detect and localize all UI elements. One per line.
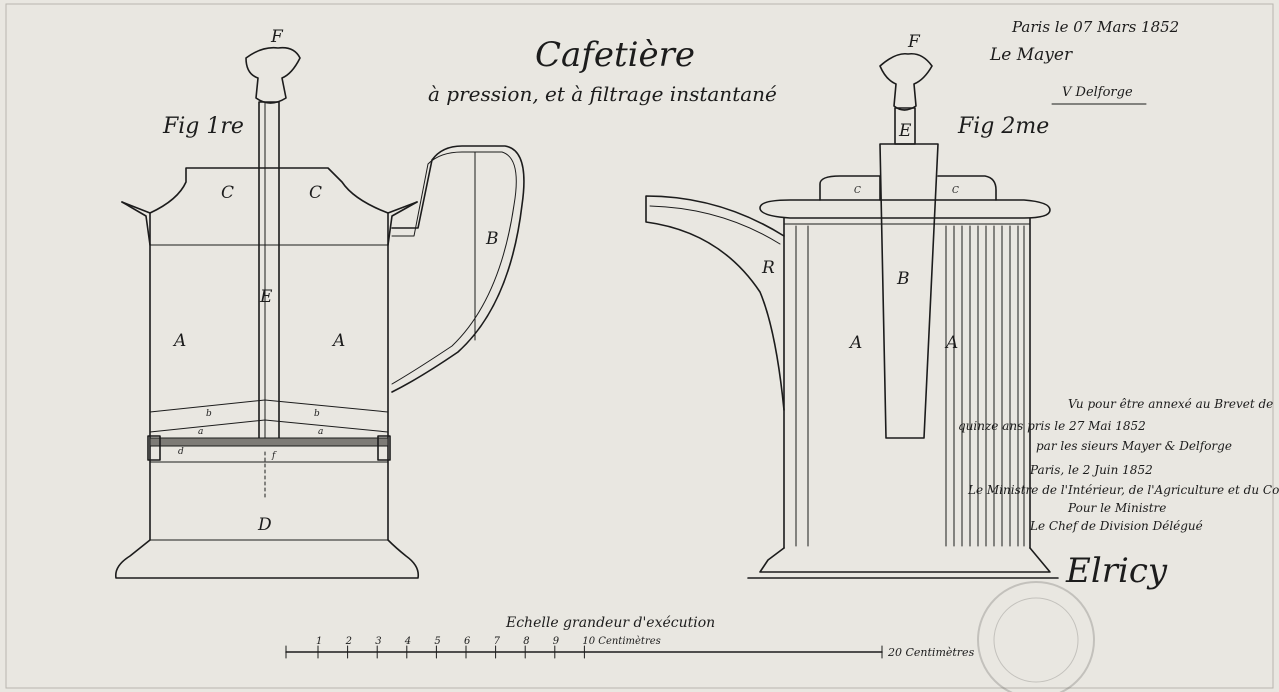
fig2-handle-blade — [880, 144, 938, 438]
fig1-knob — [246, 48, 300, 103]
fig1-letter-b1: b — [206, 409, 212, 419]
fig2-label: Fig 2me — [957, 114, 1049, 139]
fig2-letter-E: E — [898, 121, 912, 141]
fig2-spout — [646, 196, 784, 410]
fig2-spout-inner — [650, 206, 780, 244]
certificate-line-1: Vu pour être annexé au Brevet de — [1068, 397, 1273, 411]
fig2-letter-R: R — [761, 258, 775, 278]
fig1-handle-inner — [392, 152, 516, 384]
fig2-letter-C1: C — [854, 186, 861, 196]
fig2-lid-rim — [760, 200, 1050, 218]
scale-bar: Echelle grandeur d'exécution 1 2 3 4 5 6 7 8 9 10… — [286, 615, 975, 659]
fig2-lid-dome — [820, 176, 996, 200]
scale-ticks: 1 2 3 4 5 6 7 8 9 10 Centimètres — [286, 636, 882, 658]
fig2-letter-F: F — [907, 32, 921, 52]
fig1-lid-rim — [122, 202, 417, 245]
fig1-letter-B: B — [485, 229, 499, 249]
figure-1: Fig 1re F C C B E A A — [116, 27, 524, 578]
header-note-name2: V Delforge — [1062, 85, 1133, 100]
fig1-letter-F: F — [270, 27, 284, 47]
fig1-letter-C1: C — [221, 183, 234, 203]
scale-tick-label: 6 — [464, 636, 471, 647]
fig1-letter-D: D — [257, 515, 272, 535]
certificate-line-6: Pour le Ministre — [1067, 501, 1166, 515]
fig1-letter-b2: b — [314, 409, 320, 419]
certificate-line-7: Le Chef de Division Délégué — [1029, 519, 1203, 533]
fig2-fluting — [796, 226, 1024, 546]
fig2-letter-C2: C — [952, 186, 959, 196]
fig1-letter-d: d — [178, 447, 184, 457]
scale-tick-label: 8 — [523, 636, 529, 647]
fig2-letter-B: B — [896, 269, 910, 289]
fig1-letter-A1: A — [172, 331, 186, 351]
certificate-line-2: quinze ans pris le 27 Mai 1852 — [958, 419, 1146, 433]
scale-tick-label: 10 Centimètres — [582, 636, 660, 647]
fig1-label: Fig 1re — [162, 114, 244, 139]
scale-tick-label: 9 — [553, 636, 560, 647]
fig1-filter-b-bottom — [150, 420, 388, 432]
certificate-line-5: Le Ministre de l'Intérieur, de l'Agricul… — [967, 483, 1279, 497]
fig1-letter-A2: A — [331, 331, 345, 351]
fig1-handle-outer — [392, 146, 524, 392]
header-note-date: Paris le 07 Mars 1852 — [1011, 18, 1179, 36]
scale-caption: Echelle grandeur d'exécution — [505, 615, 715, 631]
certificate-block: Vu pour être annexé au Brevet de quinze … — [958, 397, 1279, 591]
seal-stamp — [978, 582, 1094, 692]
fig1-rod — [259, 102, 279, 442]
title-subtitle: à pression, et à filtrage instantané — [428, 82, 777, 106]
scale-tick-label: 3 — [375, 636, 381, 647]
fig1-letter-E: E — [259, 287, 273, 307]
scale-end-label: 20 Centimètres — [887, 646, 975, 659]
fig2-letter-A2: A — [944, 333, 958, 353]
fig1-letter-a1: a — [198, 427, 203, 437]
certificate-line-3: par les sieurs Mayer & Delforge — [1036, 439, 1232, 453]
certificate-signature: Elricy — [1065, 551, 1168, 591]
fig2-base — [760, 548, 1050, 572]
fig2-knob — [880, 54, 932, 110]
scale-tick-label: 7 — [494, 636, 501, 647]
header-note-name1: Le Mayer — [989, 45, 1073, 65]
scale-tick-label: 1 — [316, 636, 322, 647]
fig1-base — [116, 540, 418, 578]
certificate-line-4: Paris, le 2 Juin 1852 — [1029, 463, 1153, 477]
fig1-letter-a2: a — [318, 427, 323, 437]
fig1-letter-f: f — [271, 451, 277, 461]
scale-tick-label: 2 — [345, 636, 352, 647]
fig1-letter-C2: C — [309, 183, 322, 203]
title-main: Cafetière — [535, 35, 695, 75]
fig2-letter-A1: A — [848, 333, 862, 353]
scale-tick-label: 5 — [434, 636, 440, 647]
fig1-filter-plate — [150, 438, 388, 446]
fig1-lid — [122, 168, 417, 213]
fig1-filter-b-top — [150, 400, 388, 412]
scale-tick-label: 4 — [404, 636, 411, 647]
